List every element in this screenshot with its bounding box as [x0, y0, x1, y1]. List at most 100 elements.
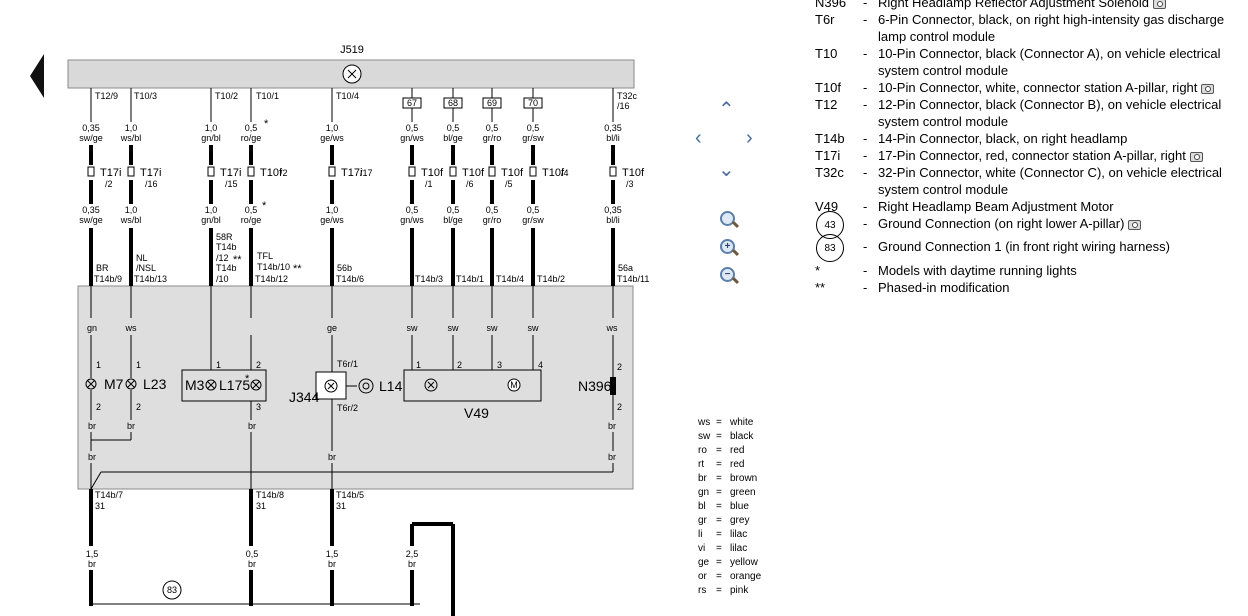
svg-text:70: 70	[528, 98, 538, 108]
connector-plug-icon	[247, 166, 255, 177]
svg-text:ro/ge: ro/ge	[241, 133, 262, 143]
legend-row-t10: T10-10-Pin Connector, black (Connector A…	[815, 46, 1221, 78]
svg-text:gn: gn	[87, 323, 97, 333]
legend-row-double-star: **-Phased-in modification	[815, 280, 1010, 295]
legend-row-star: *-Models with daytime running lights	[815, 263, 1077, 278]
connector-plug-icon	[488, 166, 496, 177]
l14-gas-lamp-icon	[358, 378, 374, 394]
zoom-out-icon[interactable]: −	[718, 266, 740, 288]
svg-text:2: 2	[136, 402, 141, 412]
svg-text:M: M	[510, 380, 518, 390]
svg-text:ro/ge: ro/ge	[241, 215, 262, 225]
svg-text:/17: /17	[360, 168, 373, 178]
svg-text:br: br	[88, 421, 96, 431]
l175-label: L175	[219, 377, 250, 393]
svg-text:br: br	[248, 421, 256, 431]
svg-text:/5: /5	[505, 179, 513, 189]
ground-83-symbol	[162, 580, 182, 600]
connector-plug-icon	[449, 166, 457, 177]
svg-text:/10: /10	[216, 274, 229, 284]
svg-text:/NSL: /NSL	[136, 263, 156, 273]
svg-text:/12: /12	[216, 253, 229, 263]
svg-text:T14b: T14b	[216, 242, 237, 252]
svg-text:T10f: T10f	[501, 167, 524, 179]
svg-text:br: br	[608, 421, 616, 431]
svg-text:0,5: 0,5	[246, 549, 259, 559]
color-row: li=lilac	[698, 529, 748, 540]
svg-text:**: **	[233, 254, 242, 266]
svg-text:1: 1	[136, 360, 141, 370]
pan-up-icon[interactable]: ⌃	[718, 99, 735, 121]
back-arrow-icon[interactable]	[30, 54, 44, 98]
pan-down-icon[interactable]: ⌄	[718, 159, 735, 181]
svg-text:T14b/13: T14b/13	[134, 274, 167, 284]
zoom-in-icon[interactable]: +	[718, 238, 740, 260]
svg-text:bl/li: bl/li	[606, 215, 620, 225]
term-box-67: 67	[402, 97, 422, 109]
svg-text:0,35: 0,35	[82, 205, 100, 215]
svg-text:T14b/9: T14b/9	[94, 274, 122, 284]
pan-right-icon[interactable]: ›	[746, 127, 753, 149]
camera-icon[interactable]	[1189, 151, 1203, 162]
headlamp-pins-top: T14b/9 T14b/13 /10 T14b/12 T14b/6 T14b/3…	[94, 274, 649, 284]
svg-text:68: 68	[448, 98, 458, 108]
camera-icon[interactable]	[1201, 83, 1215, 94]
svg-text:T14b/3: T14b/3	[415, 274, 443, 284]
svg-text:T14b/2: T14b/2	[537, 274, 565, 284]
svg-text:gn/bl: gn/bl	[201, 215, 221, 225]
svg-text:ge/ws: ge/ws	[320, 133, 344, 143]
color-row: or=orange	[698, 571, 762, 582]
j344-label: J344	[289, 389, 320, 405]
svg-text:sw/ge: sw/ge	[79, 215, 103, 225]
m3-label: M3	[185, 377, 205, 393]
svg-text:ws/bl: ws/bl	[120, 133, 142, 143]
connector-plug-icon	[207, 166, 215, 177]
wire-layer	[87, 88, 617, 616]
svg-text:2: 2	[96, 402, 101, 412]
wire-segment	[90, 471, 102, 490]
svg-text:T17i: T17i	[100, 167, 121, 179]
svg-text:/1: /1	[425, 179, 433, 189]
pan-left-icon[interactable]: ‹	[695, 127, 702, 149]
svg-text:T14b/10: T14b/10	[257, 262, 290, 272]
ground-83-icon: 83	[816, 234, 844, 262]
svg-text:T14b: T14b	[216, 263, 237, 273]
svg-text:0,5: 0,5	[447, 205, 460, 215]
svg-text:gr/sw: gr/sw	[522, 133, 544, 143]
m7-label: M7	[104, 376, 124, 392]
legend-row-ground-83: 83-Ground Connection 1 (in front right w…	[815, 234, 1245, 262]
svg-text:gr/ro: gr/ro	[483, 133, 502, 143]
component-pin-numbers: 1 2 1 2 1 2 3 4 1 2 2 3 2	[96, 360, 622, 412]
svg-text:*: *	[264, 118, 269, 130]
svg-text:1: 1	[216, 360, 221, 370]
svg-text:*: *	[262, 200, 267, 212]
svg-text:sw: sw	[407, 323, 419, 333]
svg-text:0,5: 0,5	[486, 205, 499, 215]
svg-text:T10f: T10f	[462, 167, 485, 179]
svg-text:56a: 56a	[618, 263, 633, 273]
signal-labels: BR NL /NSL 58R T14b /12 ** T14b TFL T14b…	[96, 232, 633, 275]
svg-text:gn/ws: gn/ws	[400, 215, 424, 225]
l14-label: L14	[379, 378, 403, 394]
camera-icon[interactable]	[1128, 219, 1142, 230]
inner-wire-colors: gn ws ge sw sw sw sw ws	[87, 323, 618, 333]
svg-text:T14b/1: T14b/1	[456, 274, 484, 284]
color-row: rt=red	[698, 459, 745, 470]
camera-icon[interactable]	[1152, 0, 1166, 9]
term-box-69: 69	[482, 97, 502, 109]
svg-text:sw: sw	[487, 323, 499, 333]
svg-text:br: br	[408, 559, 416, 569]
bulb-l175	[250, 379, 262, 391]
connector-plug-icon	[408, 166, 416, 177]
connector-plug-icon	[529, 166, 537, 177]
module-lamp-symbol	[342, 64, 362, 84]
color-row: br=brown	[698, 473, 758, 484]
svg-text:56b: 56b	[337, 263, 352, 273]
zoom-fit-icon[interactable]	[718, 210, 740, 232]
l175-star: *	[245, 373, 250, 385]
svg-text:/15: /15	[225, 179, 238, 189]
connector-plug-icon	[87, 166, 95, 177]
legend-row-t17i: T17i-17-Pin Connector, red, connector st…	[815, 147, 1245, 164]
